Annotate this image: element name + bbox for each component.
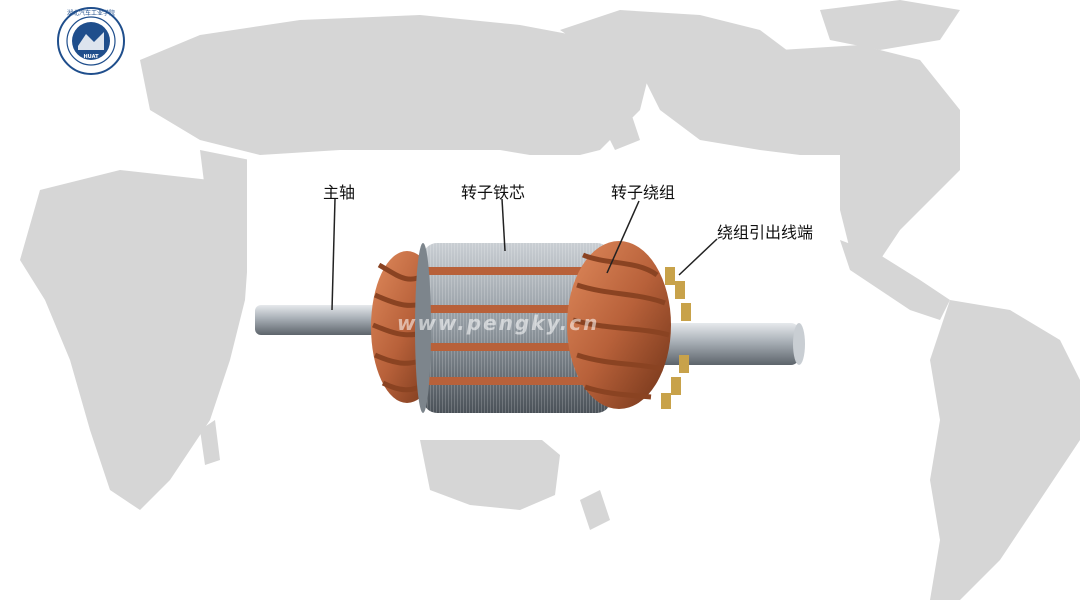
- logo-initials: HUAT: [84, 54, 100, 60]
- leader-line-shaft: [331, 198, 336, 311]
- shaft-end: [793, 323, 805, 365]
- label-shaft: 主轴: [323, 183, 356, 202]
- label-rotor-winding: 转子绕组: [611, 183, 676, 202]
- leader-line-core: [501, 198, 506, 252]
- university-logo: HUAT 湖北汽车工业学院: [57, 7, 125, 75]
- winding-lead-terminals: [661, 267, 691, 409]
- watermark: www.pengky.cn: [397, 311, 600, 335]
- shaft-left: [255, 305, 395, 335]
- label-winding-leads: 绕组引出线端: [717, 223, 814, 242]
- leader-line-leads: [678, 238, 718, 276]
- rotor-core: [415, 243, 611, 413]
- label-rotor-core: 转子铁芯: [461, 183, 526, 202]
- rotor-illustration: [255, 198, 805, 413]
- leader-line-winding: [606, 200, 640, 274]
- winding-end-right: [567, 241, 671, 409]
- logo-ring-text: 湖北汽车工业学院: [67, 9, 115, 17]
- rotor-diagram-panel: 主轴 转子铁芯 转子绕组 绕组引出线端 www.pengky.cn: [247, 155, 840, 440]
- shaft-right: [637, 323, 799, 365]
